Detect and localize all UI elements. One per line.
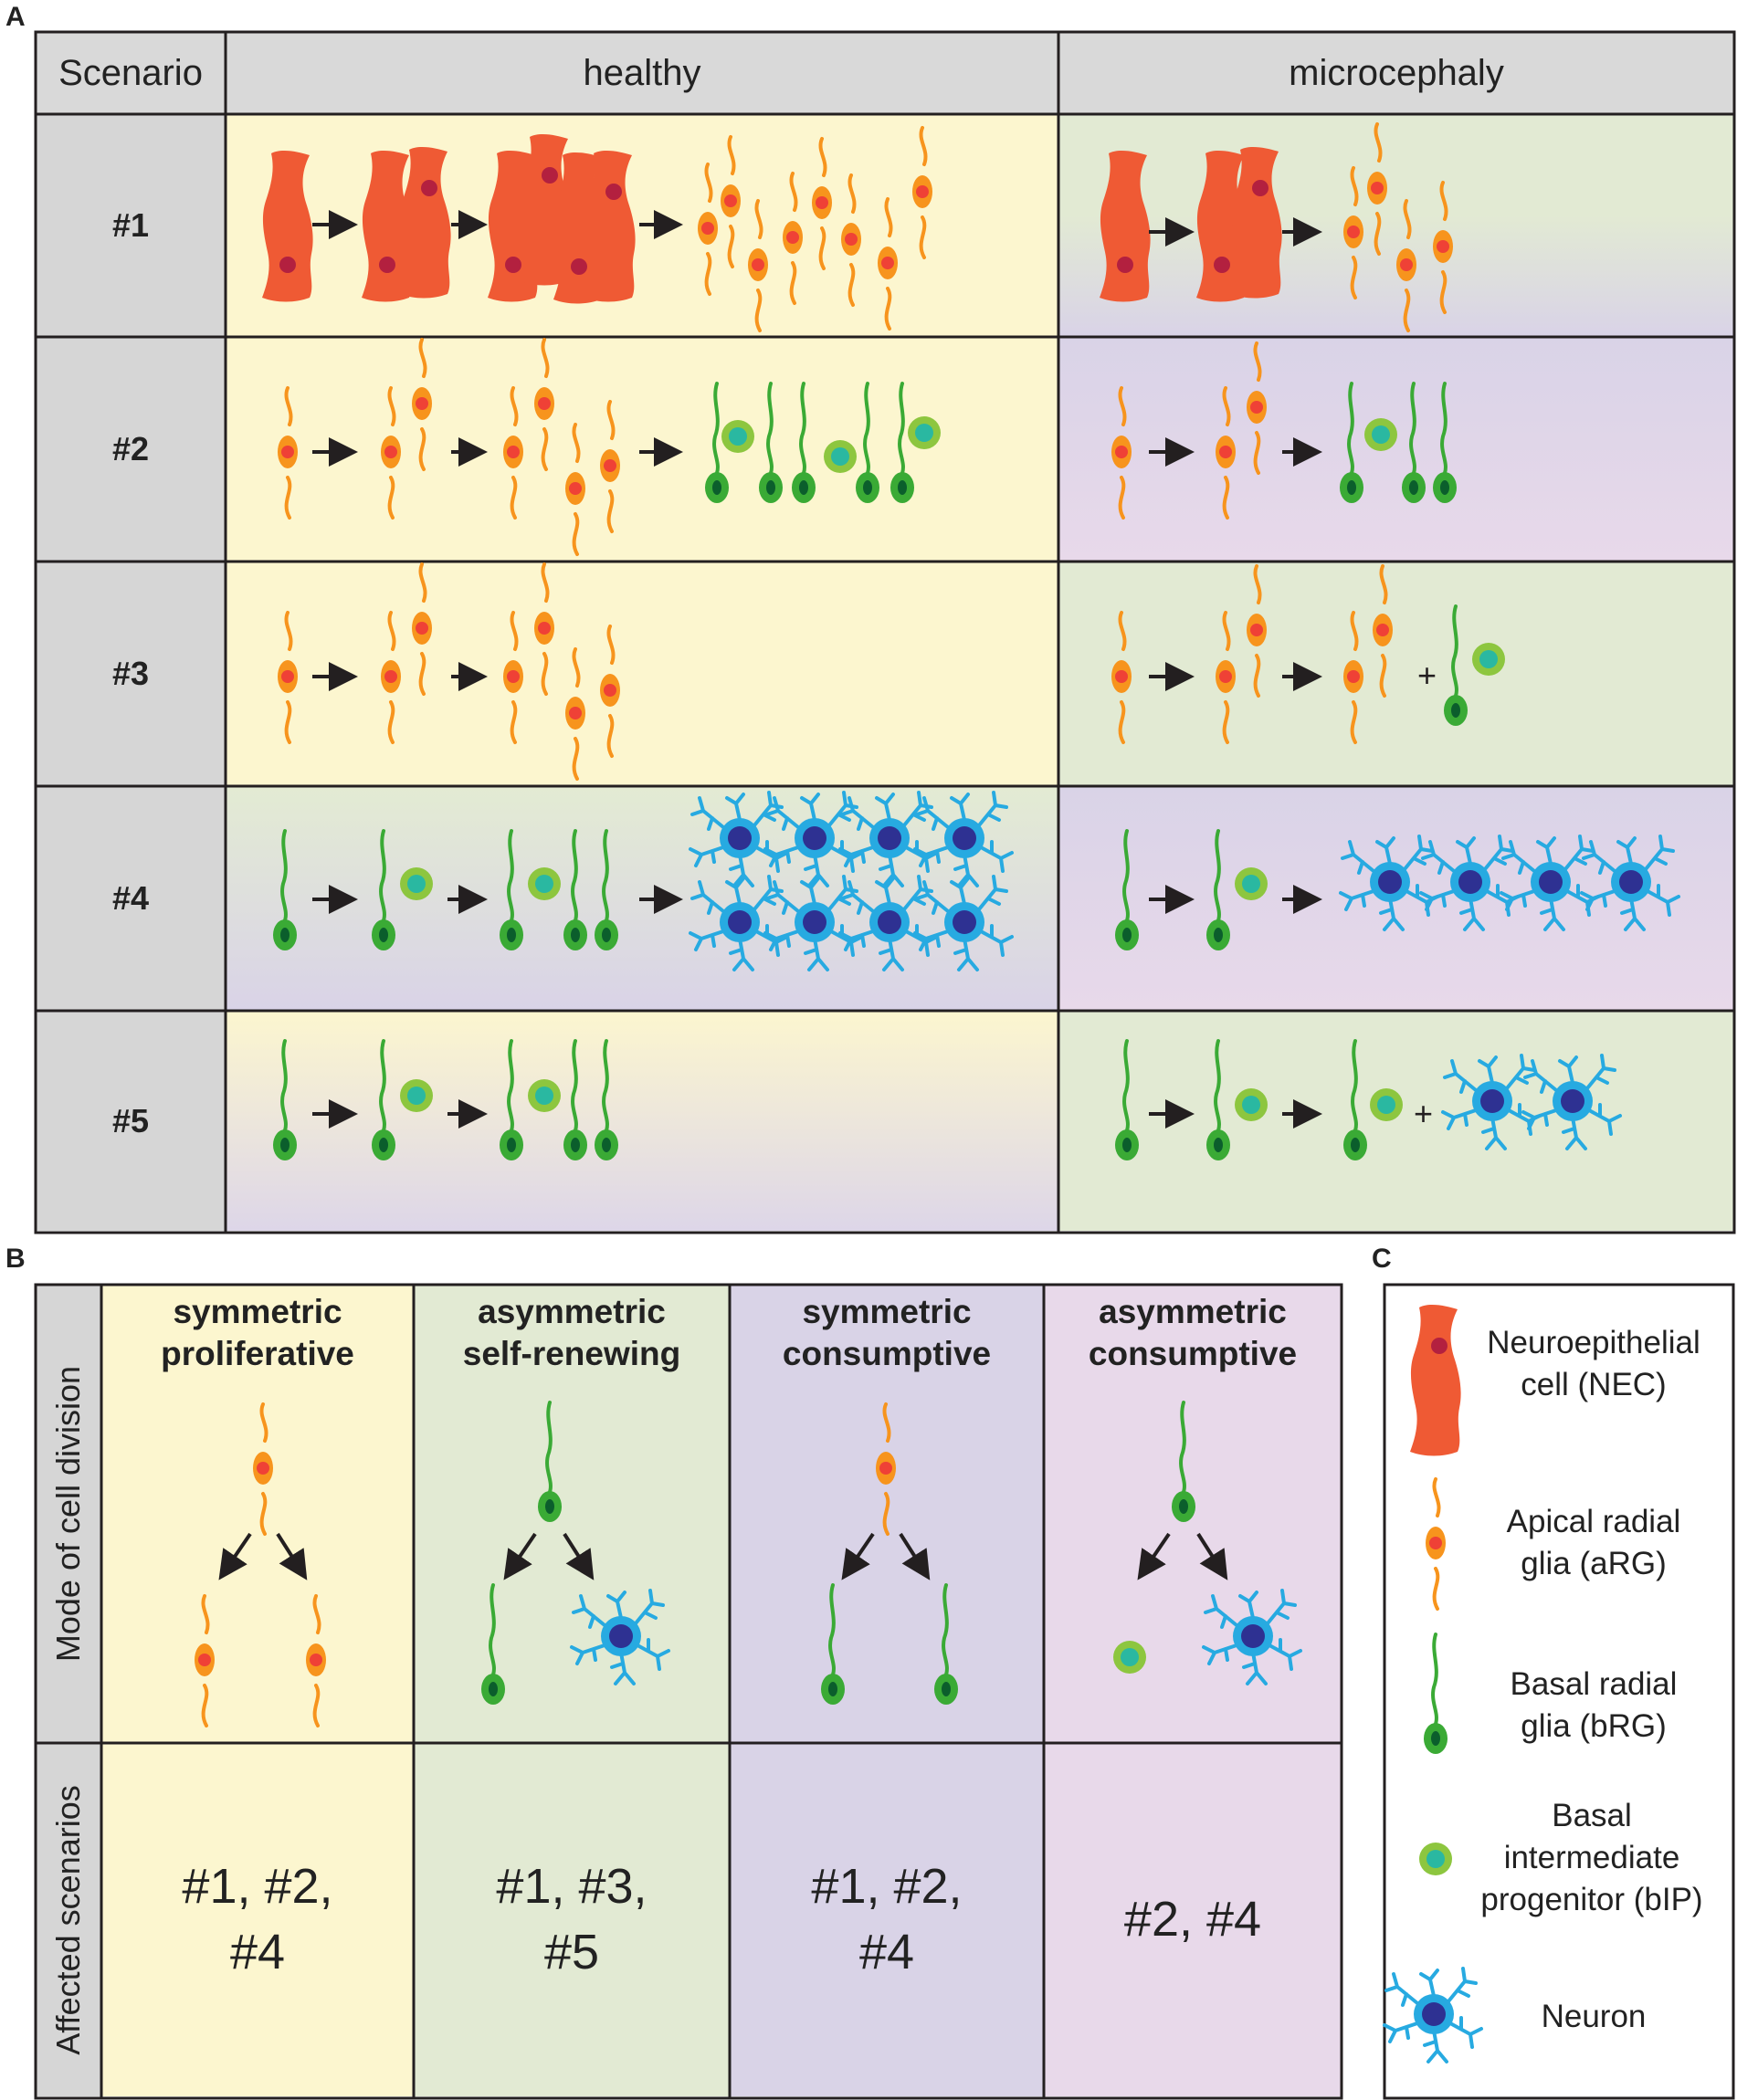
row4-micro-cells — [1113, 829, 1680, 952]
legend-arg-text: Apical radial glia (aRG) — [1461, 1501, 1726, 1585]
legend-brg-line1: Basal radial — [1510, 1666, 1678, 1702]
row1-healthy-cells — [262, 126, 934, 332]
row2-micro-cells — [1110, 341, 1458, 520]
affected-1-line1: #1, #2, — [182, 1859, 333, 1914]
mode-cell-1 — [102, 1286, 413, 1742]
affected-cell-1 — [102, 1744, 413, 2096]
affected-2-line1: #1, #3, — [496, 1859, 647, 1914]
legend-arg-line1: Apical radial — [1506, 1504, 1681, 1539]
affected-row-label-cell — [37, 1744, 100, 2096]
mode-header-2-line1: asymmetric — [478, 1293, 666, 1330]
legend-neuron-text: Neuron — [1479, 1996, 1708, 2038]
affected-scenarios-1: #1, #2, #4 — [102, 1853, 413, 1985]
legend-arg-line2: glia (aRG) — [1521, 1546, 1667, 1581]
legend-brg-text: Basal radial glia (bRG) — [1461, 1664, 1726, 1748]
apical-radial-glia-icon — [1424, 1477, 1448, 1611]
panel-c-letter: C — [1372, 1244, 1392, 1274]
legend-nec-line2: cell (NEC) — [1521, 1367, 1667, 1402]
mode-cell-2 — [415, 1286, 729, 1742]
row1-micro-cells — [1100, 122, 1455, 332]
row5-micro-cells: + — [1113, 1039, 1622, 1162]
header-scenario: Scenario — [37, 33, 225, 113]
scenario-label-2: #2 — [37, 338, 225, 561]
affected-scenarios-4: #2, #4 — [1045, 1886, 1341, 1952]
basal-intermediate-progenitor-icon — [1419, 1843, 1452, 1875]
affected-cell-4 — [1045, 1744, 1341, 2096]
scenario-label-5: #5 — [37, 1012, 225, 1231]
mode-header-1-line1: symmetric — [173, 1293, 342, 1330]
basal-radial-glia-icon — [1422, 1633, 1449, 1756]
plus-sign-row5: + — [1414, 1095, 1433, 1132]
affected-1-line2: #4 — [229, 1925, 286, 1979]
legend-neuron-line1: Neuron — [1541, 1999, 1647, 2034]
mode-header-3: symmetric consumptive — [731, 1291, 1043, 1375]
mode4-illustration — [1113, 1401, 1302, 1685]
row5-healthy-cells — [271, 1039, 620, 1162]
row4-healthy-cells — [271, 791, 1014, 971]
mode3-illustration — [819, 1402, 960, 1706]
mode-header-2-line2: self-renewing — [462, 1335, 681, 1372]
scenario-label-3: #3 — [37, 562, 225, 785]
neuron-icon — [1383, 1967, 1483, 2063]
legend-bip-line1: Basal — [1552, 1798, 1632, 1833]
mode-header-3-line1: symmetric — [802, 1293, 972, 1330]
healthy-cell-2 — [226, 338, 1058, 561]
mode-header-4-line1: asymmetric — [1099, 1293, 1287, 1330]
row3-healthy-cells — [276, 562, 622, 781]
mode2-illustration — [479, 1401, 670, 1706]
mode-header-1-line2: proliferative — [161, 1335, 354, 1372]
legend-nec-text: Neuroepithelial cell (NEC) — [1461, 1322, 1726, 1406]
affected-3-line1: #1, #2, — [811, 1859, 963, 1914]
legend-nec-line1: Neuroepithelial — [1487, 1325, 1700, 1360]
panel-b-letter: B — [5, 1244, 26, 1274]
mode1-illustration — [193, 1402, 328, 1727]
panel-b-grid — [34, 1283, 1343, 2100]
scenario-label-1: #1 — [37, 115, 225, 336]
legend-bip-text: Basal intermediate progenitor (bIP) — [1452, 1795, 1732, 1921]
legend-bip-line3: progenitor (bIP) — [1480, 1882, 1703, 1917]
panel-c-box — [1383, 1283, 1735, 2100]
scenario-label-4: #4 — [37, 787, 225, 1010]
row2-healthy-cells — [276, 338, 941, 556]
healthy-cell-3 — [226, 562, 1058, 785]
legend-bip-line2: intermediate — [1503, 1840, 1680, 1875]
mode-row-label-cell — [37, 1286, 100, 1742]
panel-a-grid — [34, 30, 1736, 1234]
legend-brg-line2: glia (bRG) — [1521, 1708, 1667, 1744]
mode-header-4: asymmetric consumptive — [1045, 1291, 1341, 1375]
affected-cell-2 — [415, 1744, 729, 2096]
row3-micro-cells: + — [1110, 564, 1505, 744]
mode-header-3-line2: consumptive — [782, 1335, 992, 1372]
header-healthy: healthy — [226, 33, 1058, 113]
mode-header-2: asymmetric self-renewing — [415, 1291, 729, 1375]
header-microcephaly: microcephaly — [1059, 33, 1733, 113]
mode-header-4-line2: consumptive — [1088, 1335, 1298, 1372]
affected-cell-3 — [731, 1744, 1043, 2096]
mode-header-1: symmetric proliferative — [102, 1291, 413, 1375]
neuroepithelial-cell-icon — [1410, 1304, 1461, 1456]
healthy-cell-5 — [226, 1012, 1058, 1231]
plus-sign-row3: + — [1417, 656, 1437, 694]
affected-scenarios-3: #1, #2, #4 — [731, 1853, 1043, 1985]
panel-a-letter: A — [5, 2, 26, 32]
affected-3-line2: #4 — [858, 1925, 915, 1979]
affected-2-line2: #5 — [543, 1925, 600, 1979]
affected-4-line1: #2, #4 — [1123, 1892, 1262, 1947]
affected-scenarios-2: #1, #3, #5 — [415, 1853, 729, 1985]
